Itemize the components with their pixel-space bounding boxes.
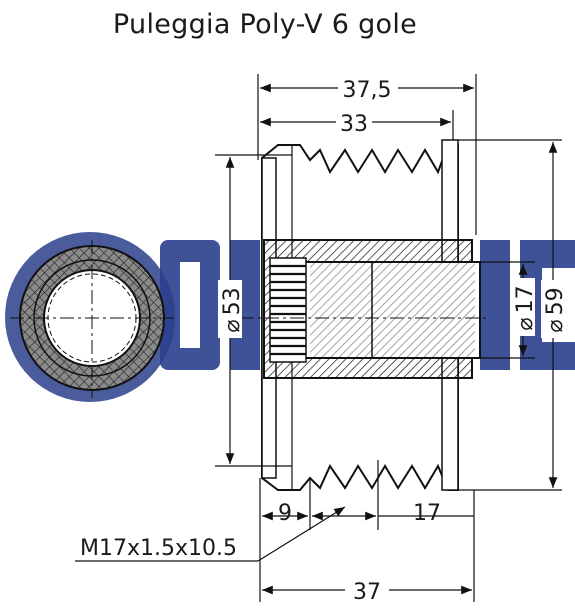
dim-groove-diameter: 53 bbox=[220, 287, 245, 315]
dim-left-offset: 9 bbox=[278, 501, 292, 526]
dim-thread-length: 17 bbox=[413, 501, 441, 526]
svg-text:⌀53: ⌀ 53 bbox=[220, 287, 245, 332]
end-view bbox=[5, 232, 175, 402]
diameter-symbol: ⌀ bbox=[220, 319, 245, 332]
svg-text:⌀17: ⌀ 17 bbox=[513, 285, 538, 330]
diameter-symbol: ⌀ bbox=[513, 317, 538, 330]
diameter-symbol: ⌀ bbox=[543, 319, 568, 332]
dim-overall-length-bottom: 37 bbox=[353, 580, 381, 605]
thread-spec-label: M17x1.5x10.5 bbox=[80, 536, 237, 561]
side-view bbox=[240, 139, 490, 491]
dim-outer-diameter: 59 bbox=[543, 287, 568, 315]
drawing-title: Puleggia Poly-V 6 gole bbox=[113, 9, 417, 40]
svg-text:⌀59: ⌀ 59 bbox=[543, 287, 568, 332]
dim-bore-diameter: 17 bbox=[513, 285, 538, 313]
dim-overall-length-top: 37,5 bbox=[343, 78, 392, 103]
dim-pulley-body-length: 33 bbox=[340, 112, 368, 137]
